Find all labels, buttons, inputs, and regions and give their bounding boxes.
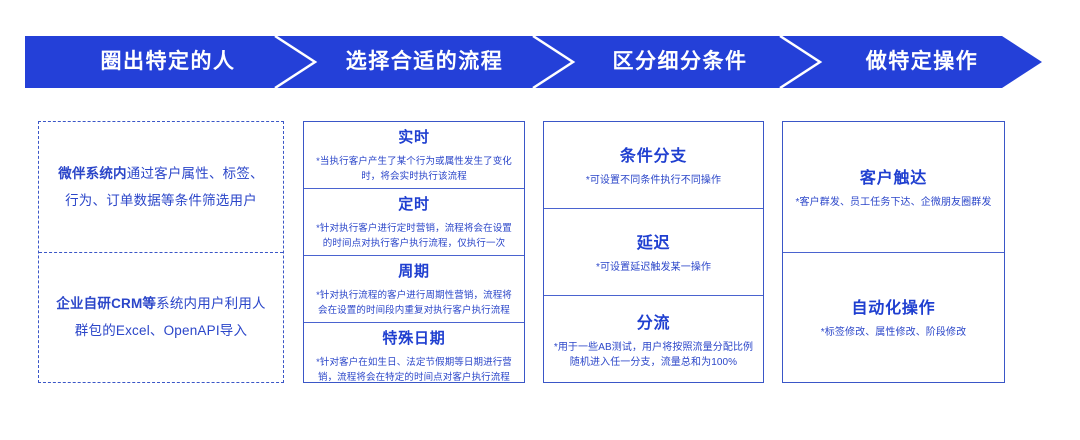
- process-step-banner: 圈出特定的人 选择合适的流程 区分细分条件 做特定操作: [25, 36, 1042, 88]
- chevron-separator-2: [532, 36, 576, 88]
- audience-source-text-2: 企业自研CRM等系统内用户利用人群包的Excel、OpenAPI导入: [53, 290, 269, 344]
- branch-condition-cell: 延迟 *可设置延迟触发某一操作: [544, 208, 763, 295]
- flow-type-cell: 定时 *针对执行客户进行定时营销，流程将会在设置的时间点对执行客户执行流程，仅执…: [304, 188, 524, 255]
- branch-condition-desc: *可设置延迟触发某一操作: [595, 262, 712, 273]
- action-desc: *标签修改、属性修改、阶段修改: [820, 327, 967, 339]
- branch-condition-desc: *可设置不同条件执行不同操作: [585, 175, 722, 186]
- action-cell: 客户触达 *客户群发、员工任务下达、企微朋友圈群发: [783, 122, 1004, 252]
- flow-type-title: 特殊日期: [382, 330, 446, 347]
- arrow-body: [25, 36, 1042, 88]
- column-actions: 客户触达 *客户群发、员工任务下达、企微朋友圈群发 自动化操作 *标签修改、属性…: [782, 121, 1005, 383]
- audience-source-bold-2: 企业自研CRM等: [56, 296, 157, 312]
- action-desc: *客户群发、员工任务下达、企微朋友圈群发: [795, 196, 992, 208]
- branch-condition-desc: *用于一些AB测试，用户将按照流量分配比例随机进入任一分支，流量总和为100%: [553, 341, 754, 368]
- banner-arrow-shape: [25, 36, 1042, 88]
- branch-condition-cell: 条件分支 *可设置不同条件执行不同操作: [544, 122, 763, 208]
- flow-type-desc: *当执行客户产生了某个行为或属性发生了变化时，将会实时执行该流程: [316, 156, 512, 182]
- branch-condition-title: 分流: [636, 314, 671, 332]
- branch-condition-title: 延迟: [636, 235, 671, 252]
- detail-columns: 微伴系统内通过客户属性、标签、行为、订单数据等条件筛选用户 企业自研CRM等系统…: [0, 121, 1080, 383]
- audience-source-item: 微伴系统内通过客户属性、标签、行为、订单数据等条件筛选用户: [39, 122, 283, 252]
- branch-condition-title: 条件分支: [619, 148, 688, 165]
- flow-type-cell: 特殊日期 *针对客户在如生日、法定节假期等日期进行营销，流程将会在特定的时间点对…: [304, 322, 524, 389]
- action-title: 客户触达: [859, 169, 928, 187]
- audience-source-rest-2: 系统内用户利用人群包的Excel、OpenAPI导入: [74, 296, 266, 339]
- chevron-separator-3: [779, 36, 823, 88]
- flow-type-cell: 实时 *当执行客户产生了某个行为或属性发生了变化时，将会实时执行该流程: [304, 122, 524, 188]
- column-flow-types: 实时 *当执行客户产生了某个行为或属性发生了变化时，将会实时执行该流程 定时 *…: [303, 121, 525, 383]
- audience-source-item: 企业自研CRM等系统内用户利用人群包的Excel、OpenAPI导入: [39, 251, 283, 383]
- action-title: 自动化操作: [851, 300, 936, 318]
- flow-type-title: 实时: [398, 129, 430, 146]
- flow-type-desc: *针对执行流程的客户进行周期性营销，流程将会在设置的时间段内重复对执行客户执行流…: [316, 290, 512, 316]
- audience-source-text-1: 微伴系统内通过客户属性、标签、行为、订单数据等条件筛选用户: [53, 160, 269, 214]
- column-branch-conditions: 条件分支 *可设置不同条件执行不同操作 延迟 *可设置延迟触发某一操作 分流 *…: [543, 121, 764, 383]
- audience-source-bold-1: 微伴系统内: [58, 165, 127, 181]
- audience-source-rest-1: 通过客户属性、标签、行为、订单数据等条件筛选用户: [65, 165, 264, 208]
- column-audience-sources: 微伴系统内通过客户属性、标签、行为、订单数据等条件筛选用户 企业自研CRM等系统…: [38, 121, 284, 383]
- flow-type-desc: *针对执行客户进行定时营销，流程将会在设置的时间点对执行客户执行流程，仅执行一次: [316, 223, 512, 249]
- chevron-separator-1: [274, 36, 318, 88]
- flow-type-desc: *针对客户在如生日、法定节假期等日期进行营销，流程将会在特定的时间点对客户执行流…: [316, 357, 512, 383]
- flow-type-cell: 周期 *针对执行流程的客户进行周期性营销，流程将会在设置的时间段内重复对执行客户…: [304, 255, 524, 322]
- branch-condition-cell: 分流 *用于一些AB测试，用户将按照流量分配比例随机进入任一分支，流量总和为10…: [544, 295, 763, 382]
- action-cell: 自动化操作 *标签修改、属性修改、阶段修改: [783, 251, 1004, 383]
- flow-type-title: 周期: [398, 263, 430, 280]
- flow-type-title: 定时: [398, 196, 430, 213]
